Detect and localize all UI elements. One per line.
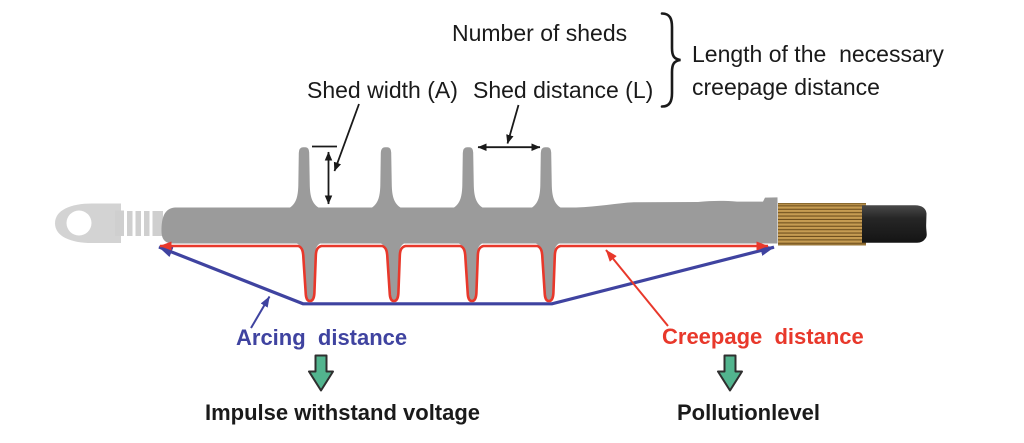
arcing-distance-label: Arcing distance	[236, 325, 408, 350]
arcing-path	[158, 245, 775, 306]
shed-width-leader-arrow	[333, 103, 360, 172]
creepage-distance-label: Creepage distance	[662, 324, 864, 349]
creepage-path	[159, 241, 769, 303]
cable-jacket	[862, 205, 927, 243]
shed-width-label: Shed width (A)	[307, 77, 458, 103]
crimp-section	[118, 211, 163, 236]
creepage-leader-arrow	[605, 249, 669, 327]
arcing-leader-arrow	[250, 295, 271, 329]
brace	[660, 12, 681, 108]
impulse-withstand-label: Impulse withstand voltage	[205, 400, 481, 425]
impulse-down-arrow-icon	[308, 354, 334, 392]
insulator-body	[161, 147, 778, 300]
creepage-length-label-line1: Length of the necessary	[692, 41, 944, 67]
shed-distance-leader-arrow	[506, 104, 520, 144]
number-of-sheds-label: Number of sheds	[452, 20, 628, 46]
creepage-length-label-line2: creepage distance	[692, 74, 880, 100]
pollution-down-arrow-icon	[717, 354, 743, 392]
shed-distance-label: Shed distance (L)	[473, 77, 654, 103]
pollution-level-label: Pollutionlevel	[677, 400, 821, 425]
lug-hole	[66, 210, 92, 236]
braid-section	[778, 203, 866, 246]
